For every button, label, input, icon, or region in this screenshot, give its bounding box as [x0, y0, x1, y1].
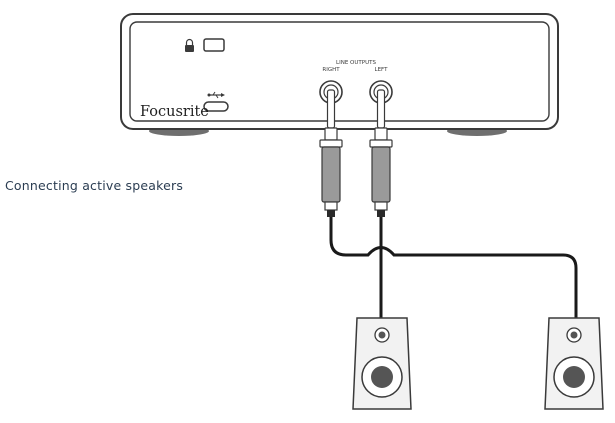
usb-icon: [207, 91, 225, 99]
right-cable: [329, 217, 578, 320]
brand-logo: Focusrite: [140, 104, 209, 120]
left-output-label: LEFT: [375, 67, 389, 73]
right-output-label: RIGHT: [322, 67, 340, 73]
kensington-slot: [203, 38, 225, 52]
line-outputs-heading: LINE OUTPUTS: [336, 60, 376, 66]
usb-c-port: [203, 101, 229, 112]
audio-interface: [120, 13, 559, 130]
left-speaker: [352, 317, 412, 410]
right-speaker: [544, 317, 604, 410]
lock-icon: [185, 38, 194, 52]
diagram-caption: Connecting active speakers: [5, 178, 184, 193]
left-jack-plug: [369, 89, 393, 217]
right-jack-plug: [319, 89, 343, 217]
